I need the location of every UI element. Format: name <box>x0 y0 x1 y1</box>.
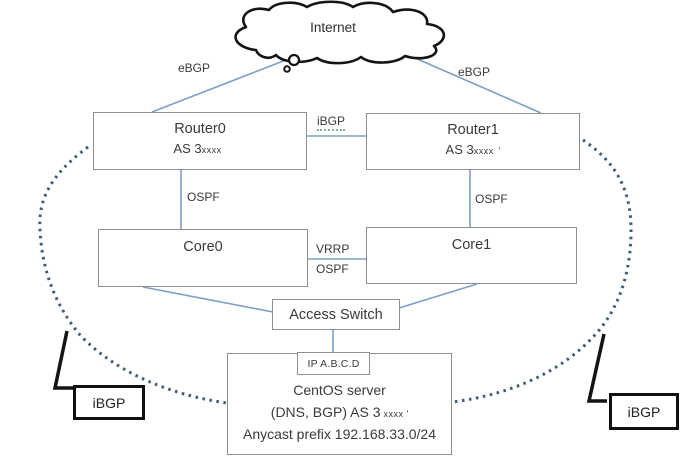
core1-title: Core1 <box>451 237 492 253</box>
internet-label: Internet <box>310 20 356 35</box>
router1-as-small: xxxx <box>473 146 494 156</box>
ibgp-box-right: iBGP <box>609 393 679 430</box>
ibgp-box-left: iBGP <box>73 385 145 420</box>
access-switch-node: Access Switch <box>272 299 400 330</box>
label-ibgp-top: iBGP <box>317 115 346 131</box>
router0-node: Router0 AS 3xxxx <box>93 112 307 170</box>
server-line2-prefix: (DNS, BGP) AS 3 <box>270 404 381 420</box>
router1-as: AS 3xxxx ' <box>446 142 501 157</box>
server-line2-small: xxxx <box>383 409 404 419</box>
label-ospf-right: OSPF <box>475 192 508 206</box>
label-ospf-left: OSPF <box>187 190 220 204</box>
router1-as-suffix: ' <box>498 146 501 156</box>
server-ip-tag: IP A.B.C.D <box>297 352 370 375</box>
label-vrrp: VRRP <box>316 242 350 256</box>
label-ospf-mid: OSPF <box>316 262 349 276</box>
ibgp-box-right-label: iBGP <box>627 403 661 420</box>
label-ebgp-right: eBGP <box>458 65 491 79</box>
router0-as-small: xxxx <box>201 145 222 155</box>
router1-node: Router1 AS 3xxxx ' <box>366 113 580 170</box>
label-ebgp-left: eBGP <box>178 61 211 75</box>
core0-node: Core0 <box>98 229 308 287</box>
link-core0-access <box>142 286 274 313</box>
router1-title: Router1 <box>447 122 499 138</box>
access-switch-title: Access Switch <box>289 306 383 323</box>
cloud-tail-small <box>283 65 291 73</box>
link-ebgp-right <box>398 50 542 114</box>
router0-title: Router0 <box>174 121 226 137</box>
server-line3: Anycast prefix 192.168.33.0/24 <box>242 426 437 442</box>
server-line1: CentOS server <box>293 382 386 398</box>
router0-as: AS 3xxxx <box>173 141 226 156</box>
internet-cloud <box>234 0 445 65</box>
core0-title: Core0 <box>183 239 223 255</box>
core1-node: Core1 <box>366 227 577 284</box>
router0-as-prefix: AS 3 <box>173 141 202 156</box>
ibgp-box-left-label: iBGP <box>92 394 126 411</box>
router1-as-prefix: AS 3 <box>445 142 474 157</box>
link-core1-access <box>398 283 478 309</box>
server-line2-suffix: ' <box>406 409 409 419</box>
ibgp-ring-right-arc <box>451 138 633 404</box>
ibgp-right-callout <box>586 333 607 403</box>
link-ebgp-left <box>151 57 292 113</box>
ibgp-left-callout <box>52 330 73 390</box>
cloud-tail-large <box>287 53 301 67</box>
